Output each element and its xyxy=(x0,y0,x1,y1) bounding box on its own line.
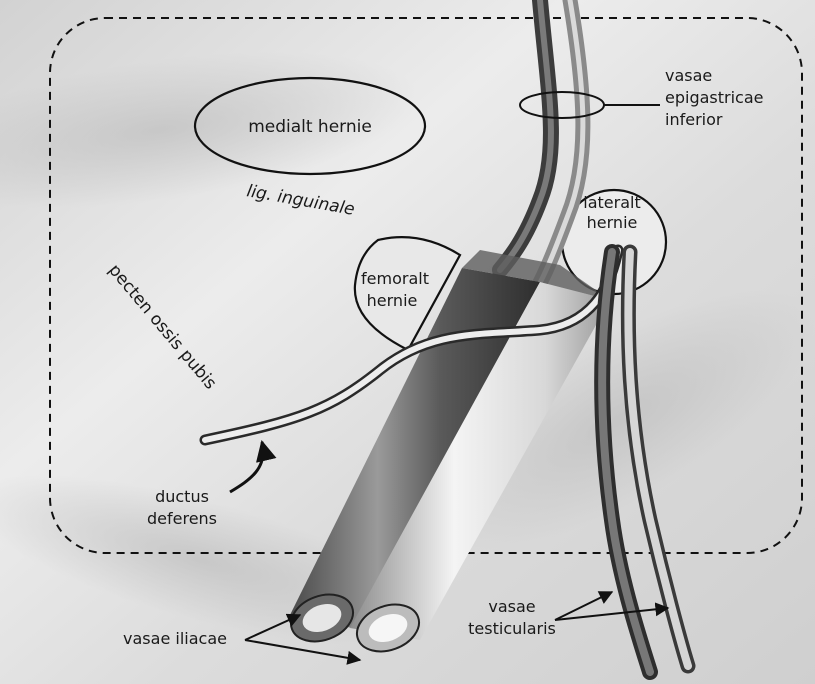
femoral-hernia-label-2: hernie xyxy=(367,291,418,310)
medial-hernia-label: medialt hernie xyxy=(248,117,372,137)
ductus-label-1: ductus xyxy=(155,487,209,506)
testicular-label-2: testicularis xyxy=(468,619,556,638)
lateral-hernia-label-1: lateralt xyxy=(583,193,640,212)
epigastric-label-3: inferior xyxy=(665,110,723,129)
iliac-label: vasae iliacae xyxy=(123,629,227,648)
epigastric-label-2: epigastricae xyxy=(665,88,763,107)
testicular-label-1: vasae xyxy=(488,597,535,616)
lateral-hernia-label-2: hernie xyxy=(587,213,638,232)
femoral-hernia-label-1: femoralt xyxy=(361,269,429,288)
ductus-label-2: deferens xyxy=(147,509,217,528)
epigastric-label-1: vasae xyxy=(665,66,712,85)
